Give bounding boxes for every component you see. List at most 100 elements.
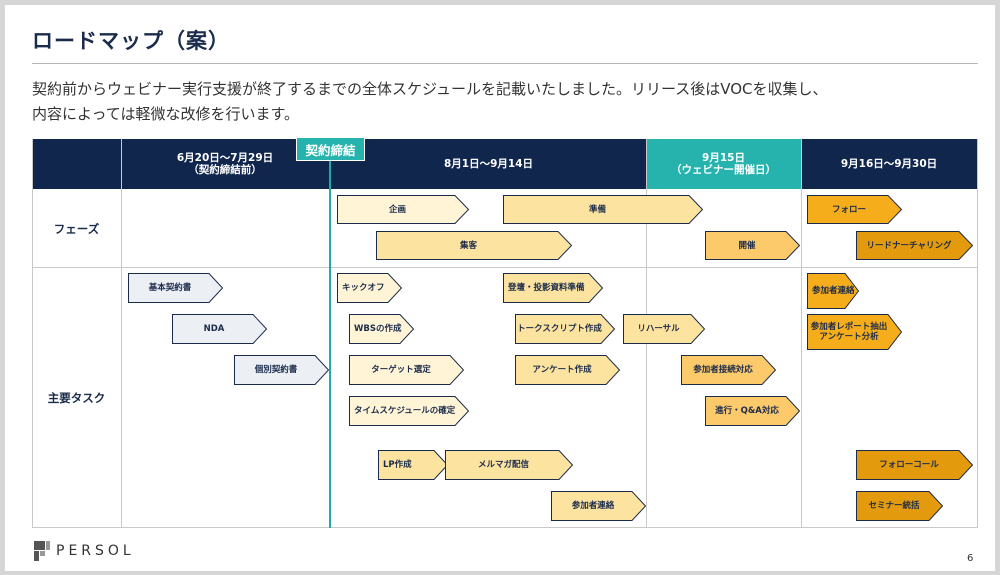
arrow-shape (856, 450, 974, 480)
task-label: LP作成 (383, 460, 412, 470)
task-label: NDA (203, 324, 225, 334)
arrow-shape (515, 355, 621, 385)
task-label: 個別契約書 (254, 365, 298, 375)
task-arrow: フォローコール (856, 450, 974, 480)
task-label: 参加者レポート抽出 アンケート分析 (810, 322, 888, 342)
task-arrow: メルマガ配信 (445, 450, 574, 480)
phase-label: フォロー (831, 204, 866, 215)
period-header-prep: 8月1日～9月14日 (331, 139, 646, 189)
slide: ロードマップ（案） 契約前からウェビナー実行支援が終了するまでの全体スケジュール… (5, 5, 995, 571)
task-arrow: 進行・Q&A対応 (705, 396, 801, 426)
arrow-shape (349, 314, 415, 344)
arrow-shape (234, 355, 330, 385)
page-number: 6 (967, 553, 974, 564)
logo-wordmark: PERSOL (56, 543, 135, 559)
task-label: キックオフ (342, 283, 385, 293)
contract-deadline-line (329, 155, 331, 528)
task-arrow: アンケート作成 (515, 355, 621, 385)
task-label: 参加者連絡 (812, 286, 855, 296)
task-arrow: 基本契約書 (128, 273, 224, 303)
period-header-follow: 9月16日～9月30日 (801, 139, 977, 189)
arrow-shape (503, 273, 604, 303)
phase-arrow: リードナーチャリング (856, 231, 974, 260)
phase-arrow: 企画 (337, 195, 470, 224)
arrow-shape (551, 491, 647, 521)
grid-line (121, 139, 122, 528)
task-arrow: ターゲット選定 (349, 355, 465, 385)
arrow-shape (705, 396, 801, 426)
task-arrow: LP作成 (378, 450, 449, 480)
logo-mark-icon (34, 541, 50, 561)
intro-text: 契約前からウェビナー実行支援が終了するまでの全体スケジュールを記載いたしました。… (32, 77, 827, 127)
phase-arrow: 準備 (503, 195, 704, 224)
task-arrow: セミナー統括 (856, 491, 944, 521)
phase-label: 企画 (388, 204, 406, 215)
arrow-shape (807, 195, 903, 224)
period-header-event-day: 9月15日 （ウェビナー開催日） (646, 139, 801, 189)
arrow-shape (445, 450, 574, 480)
phase-label: 準備 (588, 204, 606, 215)
task-label: 参加者連絡 (571, 501, 615, 511)
task-arrow: 登壇・投影資料準備 (503, 273, 604, 303)
grid-line (32, 527, 977, 528)
task-label: メルマガ配信 (477, 460, 529, 470)
intro-line-1: 契約前からウェビナー実行支援が終了するまでの全体スケジュールを記載いたしました。… (32, 80, 828, 98)
intro-line-2: 内容によっては軽微な改修を行います。 (32, 105, 300, 123)
arrow-shape (807, 314, 903, 350)
task-label: フォローコール (879, 460, 939, 470)
task-label: 登壇・投影資料準備 (508, 283, 585, 293)
period-header-pre-contract: 6月20日～7月29日 （契約締結前） (121, 139, 329, 189)
arrow-shape (856, 231, 974, 260)
task-arrow: 参加者レポート抽出 アンケート分析 (807, 314, 903, 350)
row-label-tasks: 主要タスク (47, 390, 106, 405)
arrow-shape (807, 273, 860, 309)
arrow-shape (681, 355, 777, 385)
phase-arrow: フォロー (807, 195, 903, 224)
task-arrow: WBSの作成 (349, 314, 415, 344)
header-band-event (646, 139, 801, 189)
period-date: 9月16日～9月30日 (840, 158, 938, 170)
task-label: トークスクリプト作成 (517, 324, 602, 334)
task-label: 参加者接続対応 (693, 365, 753, 375)
period-note: （契約締結前） (188, 164, 262, 176)
task-arrow: リハーサル (623, 314, 706, 344)
task-arrow: 参加者接続対応 (681, 355, 777, 385)
arrow-shape (349, 396, 470, 426)
task-label: セミナー統括 (868, 501, 920, 511)
period-date: 9月15日 (702, 152, 745, 164)
phase-label: 開催 (738, 240, 756, 251)
arrow-shape (623, 314, 706, 344)
task-arrow: タイムスケジュールの確定 (349, 396, 470, 426)
contract-deadline-label: 契約締結 (296, 137, 365, 161)
arrow-shape (172, 314, 268, 344)
arrow-shape (337, 273, 403, 303)
task-label: 進行・Q&A対応 (715, 406, 779, 416)
page-title: ロードマップ（案） (32, 29, 230, 53)
phase-label: 集客 (459, 240, 477, 251)
arrow-shape (856, 491, 944, 521)
arrow-shape (503, 195, 704, 224)
arrow-shape (128, 273, 224, 303)
grid-line (32, 139, 33, 528)
phase-arrow: 開催 (705, 231, 801, 260)
arrow-shape (705, 231, 801, 260)
header-band-post (801, 139, 977, 189)
phase-label: リードナーチャリング (866, 240, 952, 251)
arrow-shape (349, 355, 465, 385)
arrow-shape (515, 314, 616, 344)
arrow-shape (378, 450, 449, 480)
title-divider (32, 63, 978, 64)
period-date: 8月1日～9月14日 (443, 158, 534, 170)
grid-line (801, 139, 802, 528)
grid-line (32, 267, 977, 268)
task-label: リハーサル (637, 324, 680, 334)
period-note: （ウェビナー開催日） (671, 164, 776, 176)
task-label: アンケート作成 (532, 365, 592, 375)
task-arrow: キックオフ (337, 273, 403, 303)
task-arrow: 個別契約書 (234, 355, 330, 385)
task-arrow: トークスクリプト作成 (515, 314, 616, 344)
phase-arrow: 集客 (376, 231, 573, 260)
grid-line (977, 139, 978, 528)
arrow-shape (337, 195, 470, 224)
arrow-shape (376, 231, 573, 260)
